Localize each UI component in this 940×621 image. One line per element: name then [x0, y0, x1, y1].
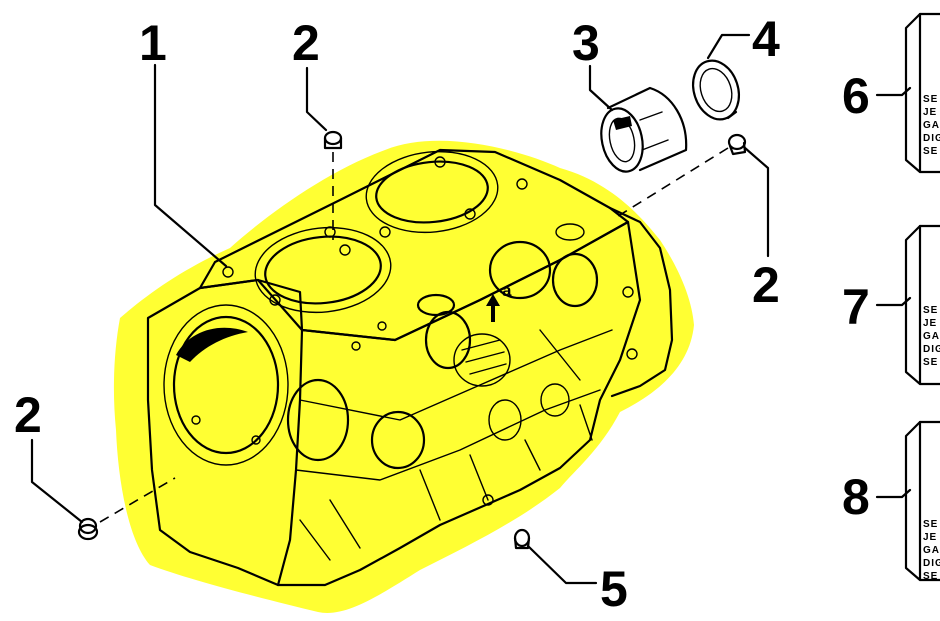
cylinder-bore-front	[264, 235, 382, 305]
kit-8-line-1: SE	[923, 519, 938, 530]
block-side	[276, 220, 642, 587]
plug-top	[323, 130, 343, 150]
kit-8-line-2: JE	[923, 532, 937, 543]
plug-bottom	[513, 528, 531, 550]
callout-2-top: 2	[292, 15, 320, 71]
kit-7-line-3: GA	[923, 331, 940, 342]
marker-label-a: a	[502, 281, 512, 300]
callout-2-right: 2	[752, 257, 780, 313]
callout-7: 7	[842, 279, 870, 335]
leader-lines	[30, 33, 912, 585]
kit-8-line-5: SE	[923, 571, 938, 582]
block-front-face	[146, 278, 304, 587]
cylinder-bore-rear	[375, 160, 489, 224]
block-rear-face	[608, 206, 674, 398]
kit-8-line-4: DIG	[923, 558, 940, 569]
gasket-kit-7: SE JE GA DIG SE	[904, 224, 940, 386]
marker-arrow	[486, 294, 500, 322]
callout-8: 8	[842, 469, 870, 525]
kit-7-line-4: DIG	[923, 344, 940, 355]
callout-2-left: 2	[14, 387, 42, 443]
callout-3: 3	[572, 15, 600, 71]
callout-4: 4	[752, 11, 780, 67]
callout-5: 5	[600, 561, 628, 617]
highlight-marker	[113, 140, 695, 613]
kit-7-line-5: SE	[923, 357, 938, 368]
snap-ring	[692, 59, 740, 121]
kit-6-line-2: JE	[923, 107, 937, 118]
gasket-kit-8: SE JE GA DIG SE	[904, 420, 940, 582]
crankshaft-bore	[172, 315, 280, 455]
gasket-kit-6: SE JE GA DIG SE	[904, 12, 940, 174]
plug-left	[77, 517, 99, 541]
kit-7-line-1: SE	[923, 305, 938, 316]
bearing-bush	[600, 86, 688, 173]
kit-6-line-3: GA	[923, 120, 940, 131]
kit-6-line-4: DIG	[923, 133, 940, 144]
kit-6-line-5: SE	[923, 146, 938, 157]
plug-right	[727, 133, 747, 156]
kit-7-line-2: JE	[923, 318, 937, 329]
kit-8-line-3: GA	[923, 545, 940, 556]
kit-6-line-1: SE	[923, 94, 938, 105]
cylinder-block: a	[146, 148, 674, 587]
callout-6: 6	[842, 68, 870, 124]
callout-1: 1	[139, 15, 167, 71]
